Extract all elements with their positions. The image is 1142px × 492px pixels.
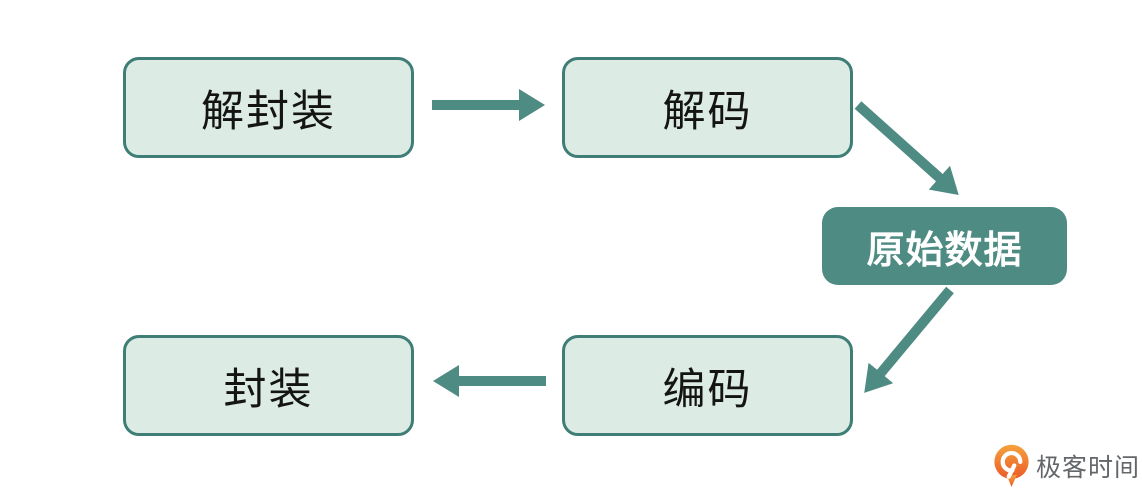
node-raw-data-label: 原始数据: [866, 229, 1023, 272]
geek-time-logo-text: 极客时间: [1036, 454, 1141, 482]
node-mux-label: 封装: [223, 365, 314, 414]
node-encode-label: 编码: [662, 365, 753, 414]
node-mux: 封装: [123, 335, 414, 436]
node-demux: 解封装: [123, 57, 414, 158]
arrow-decode-to-raw: [854, 101, 959, 195]
arrow-raw-to-encode: [864, 286, 954, 393]
node-demux-label: 解封装: [201, 87, 336, 136]
node-encode: 编码: [562, 335, 853, 436]
node-decode: 解码: [562, 57, 853, 158]
node-raw-data: 原始数据: [822, 207, 1067, 285]
geek-time-logo-icon: [994, 444, 1029, 487]
node-decode-label: 解码: [662, 87, 753, 136]
geek-time-watermark: 极客时间: [993, 444, 1140, 488]
